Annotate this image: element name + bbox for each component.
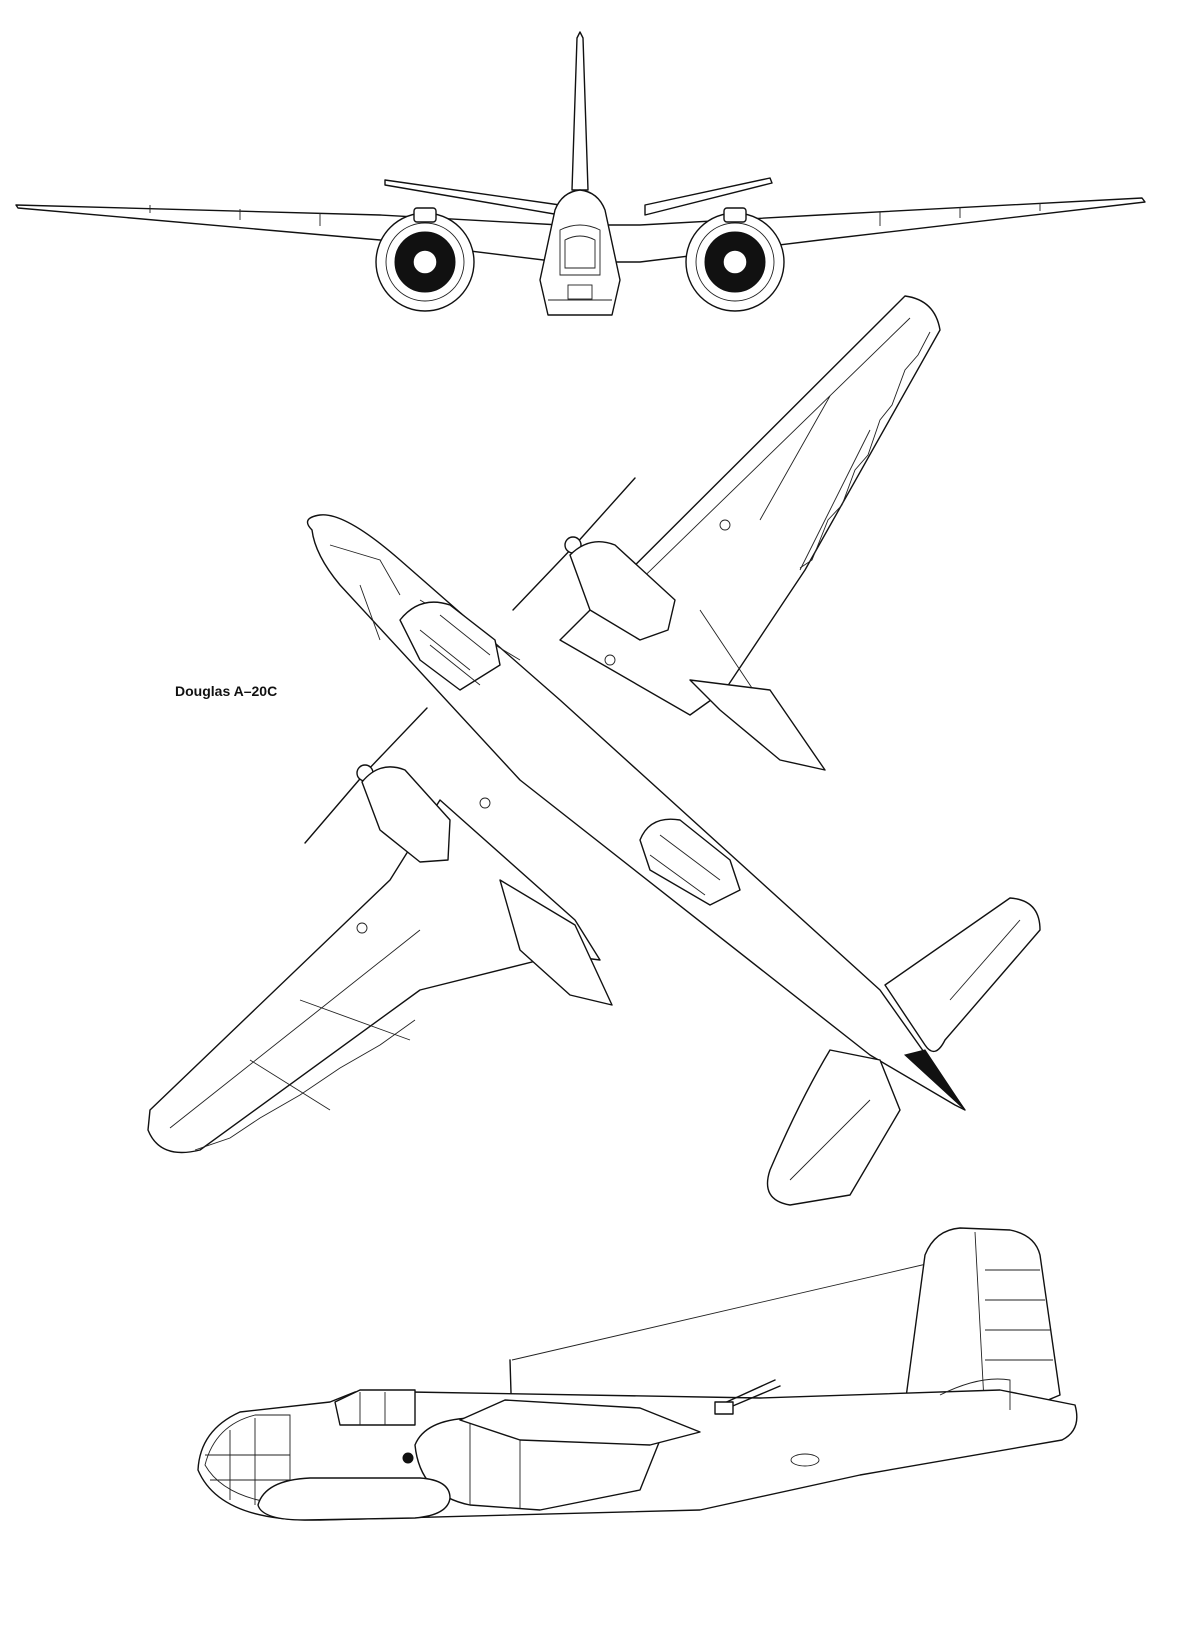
front-view-fuselage — [539, 189, 621, 316]
side-view-wing — [459, 1399, 701, 1446]
aircraft-caption: Douglas A–20C — [175, 683, 278, 699]
side-view — [197, 1227, 1078, 1521]
front-view-left-engine — [375, 207, 475, 312]
side-view-dorsal-gun — [719, 1379, 781, 1409]
plan-view-lower-nacelle — [361, 766, 451, 863]
plan-view-upper-nacelle — [569, 541, 676, 641]
plan-view-upper-propeller — [512, 477, 636, 611]
plan-view-cockpit-canopy — [399, 601, 501, 691]
side-view-canopy — [334, 1389, 416, 1426]
plan-view-upper-wing — [559, 295, 941, 716]
front-view-right-engine — [685, 207, 785, 312]
front-view — [15, 31, 1146, 316]
plan-view-lower-wing — [147, 799, 601, 1154]
front-view-fin — [571, 31, 589, 191]
plan-view — [147, 295, 1041, 1206]
plan-view-gunner-canopy — [639, 818, 741, 906]
plan-view-tailplane — [884, 897, 1041, 1053]
side-view-fin — [904, 1227, 1061, 1421]
